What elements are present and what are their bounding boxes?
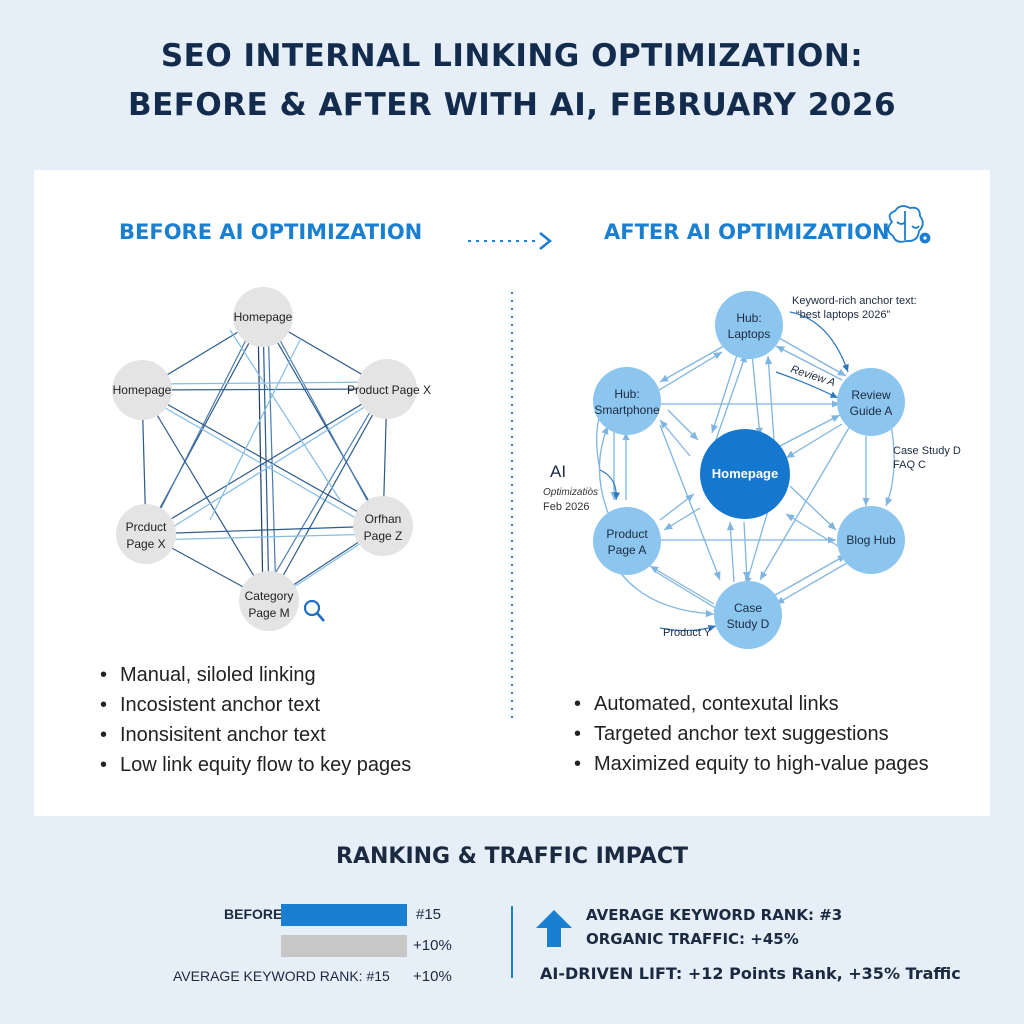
title-line-1: SEO INTERNAL LINKING OPTIMIZATION: xyxy=(160,38,864,74)
node-label: Page A xyxy=(608,543,647,557)
before-label: BEFORE xyxy=(224,906,283,922)
node-label: Hub: xyxy=(614,387,639,401)
before-after-arrow xyxy=(468,232,553,250)
annotation-faq: FAQ C xyxy=(893,459,926,471)
annotation-ai-label: AI xyxy=(550,462,566,481)
before-node-homepage-left: Homepage xyxy=(112,360,172,420)
before-node-product-x-right: Product Page X xyxy=(347,359,431,419)
before-node-homepage-top: Homepage xyxy=(233,287,293,347)
rank-after-text: AVERAGE KEYWORD RANK: #3 xyxy=(586,906,843,924)
traffic-bar-before xyxy=(281,935,407,957)
annotation-ai-note-1: Optimizatiòs xyxy=(543,487,598,498)
list-item: Manual, siloled linking xyxy=(100,660,411,690)
traffic-bar-value: +10% xyxy=(413,937,452,954)
average-rank-label: AVERAGE KEYWORD RANK: #15 xyxy=(173,968,390,984)
after-annotation-arrows xyxy=(599,311,849,632)
before-heading: BEFORE AI OPTIMIZATION xyxy=(119,220,423,244)
node-label: Laptops xyxy=(728,327,771,341)
node-label: Page Z xyxy=(364,529,403,543)
node-label: Orfhan xyxy=(365,512,402,526)
annotation-product-y: Product Y xyxy=(663,627,712,639)
node-label: Study D xyxy=(727,617,770,631)
after-bullet-list: Automated, contexutal links Targeted anc… xyxy=(574,689,929,779)
annotation-case-study: Case Study D xyxy=(893,445,961,457)
rank-bar-before xyxy=(281,904,407,926)
node-label: Review xyxy=(851,388,891,402)
after-heading: AFTER AI OPTIMIZATION xyxy=(604,220,890,244)
after-node-hub-laptops: Hub: Laptops xyxy=(715,291,783,359)
title-line-2: BEFORE & AFTER WITH AI, FEBRUARY 2026 xyxy=(127,87,897,123)
average-rank-value: +10% xyxy=(413,968,452,985)
list-item: Low link equity flow to key pages xyxy=(100,750,411,780)
after-link-network xyxy=(596,333,895,618)
after-node-hub-smartphone: Hub: Smartphone xyxy=(593,367,661,435)
node-label: Product xyxy=(606,527,648,541)
node-label: Guide A xyxy=(850,404,893,418)
annotation-keyword-line-2: “best laptops 2026” xyxy=(796,309,891,321)
node-label: Homepage xyxy=(712,466,778,481)
rank-bar-value: #15 xyxy=(416,906,442,923)
list-item: Inonsisitent anchor text xyxy=(100,720,411,750)
traffic-after-text: ORGANIC TRAFFIC: +45% xyxy=(586,930,799,948)
node-label: Prcduct xyxy=(126,520,167,534)
node-label: Homepage xyxy=(113,383,172,397)
impact-title: RANKING & TRAFFIC IMPACT xyxy=(336,844,688,869)
list-item: Targeted anchor text suggestions xyxy=(574,719,929,749)
magnifier-icon xyxy=(303,599,325,622)
list-item: Incosistent anchor text xyxy=(100,690,411,720)
lift-text: AI-DRIVEN LIFT: +12 Points Rank, +35% Tr… xyxy=(540,964,961,983)
list-item: Maximized equity to high-value pages xyxy=(574,749,929,779)
node-label: Homepage xyxy=(234,310,293,324)
node-label: Page M xyxy=(248,606,289,620)
node-label: Smartphone xyxy=(594,403,660,417)
node-label: Category xyxy=(245,589,294,603)
impact-divider xyxy=(511,906,513,978)
annotation-ai-note-2: Feb 2026 xyxy=(543,501,589,513)
ai-brain-gear-icon xyxy=(887,205,931,244)
node-label: Hub: xyxy=(736,311,761,325)
after-node-homepage-hub: Homepage xyxy=(700,429,790,519)
before-bullet-list: Manual, siloled linking Incosistent anch… xyxy=(100,660,411,780)
annotation-keyword-line-1: Keyword-rich anchor text: xyxy=(792,295,917,307)
before-link-mesh xyxy=(141,316,388,602)
list-item: Automated, contexutal links xyxy=(574,689,929,719)
after-node-blog-hub: Blog Hub xyxy=(837,506,905,574)
page-title: SEO INTERNAL LINKING OPTIMIZATION: BEFOR… xyxy=(0,32,1024,130)
node-label: Product Page X xyxy=(347,383,431,397)
node-label: Page X xyxy=(126,537,165,551)
node-label: Blog Hub xyxy=(846,533,896,547)
node-label: Case xyxy=(734,601,762,615)
